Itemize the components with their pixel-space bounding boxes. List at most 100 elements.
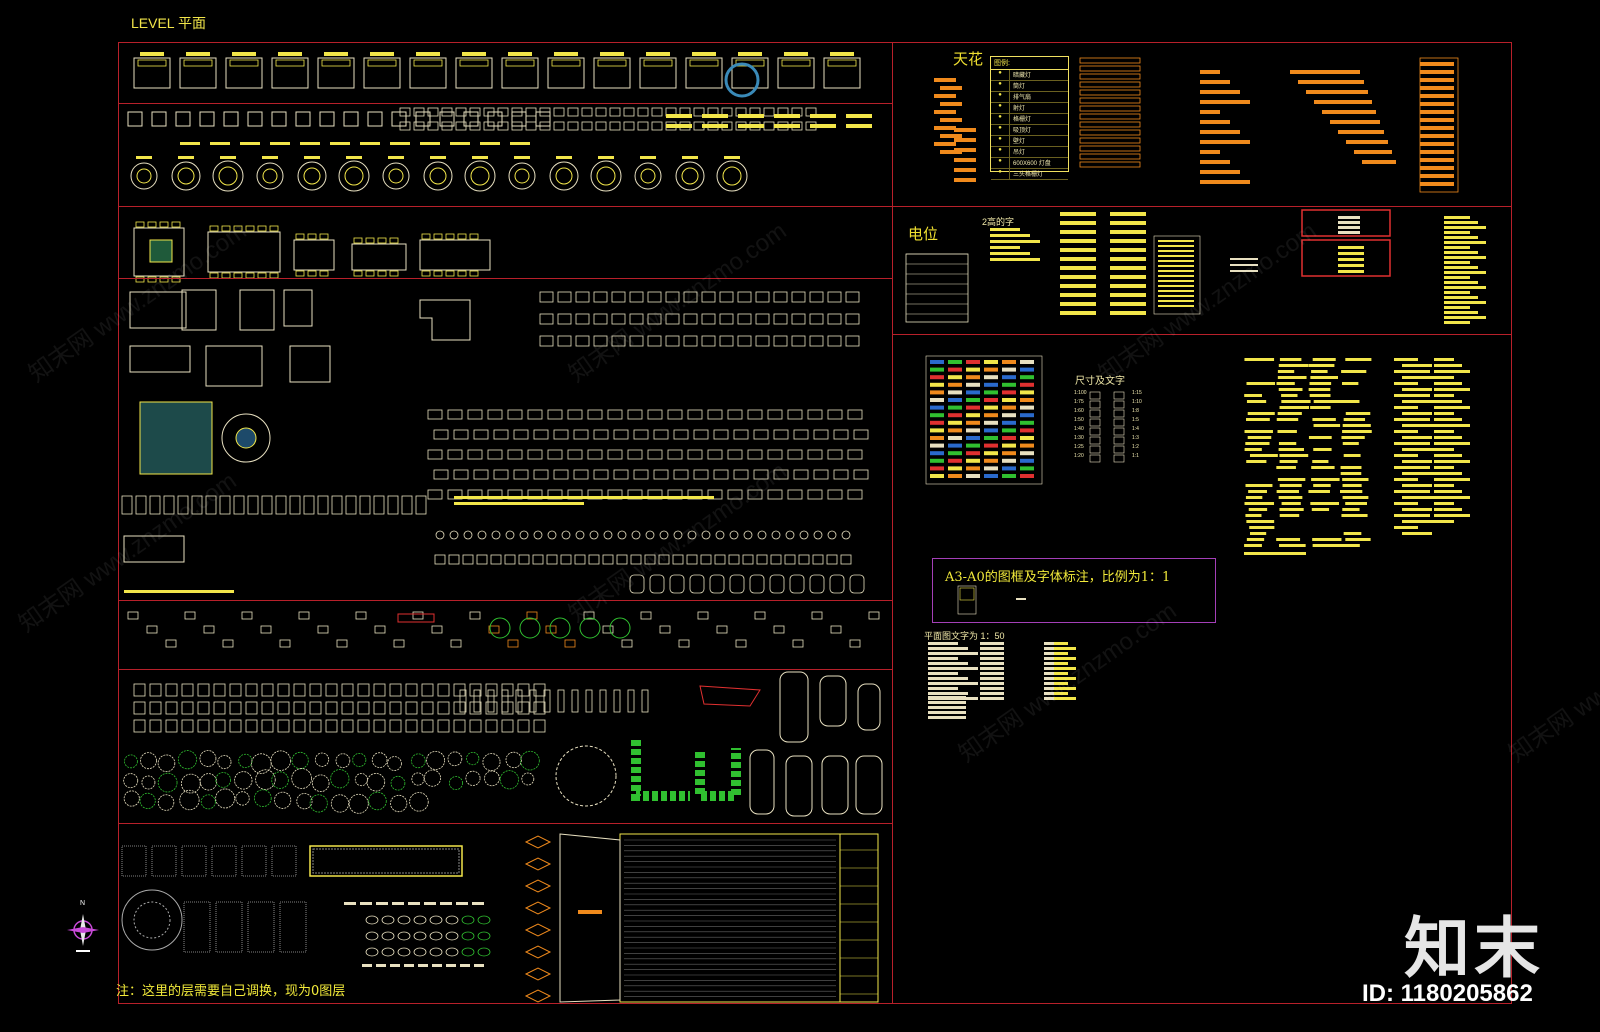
- plan-text-bar: [928, 692, 968, 695]
- plant-symbol: [352, 752, 367, 767]
- ceiling-legend-cell: [1079, 81, 1141, 88]
- armchair-symbol: [701, 313, 716, 325]
- plan-text-bar: [980, 657, 1004, 660]
- chair-symbol: [517, 701, 530, 715]
- stepping-stone-symbol: [397, 931, 411, 941]
- text-sample-bar: [1158, 250, 1194, 252]
- annotation-sample-bar: [1402, 400, 1444, 403]
- chair-symbol: [165, 683, 178, 697]
- car-symbol: [785, 755, 813, 817]
- ceiling-label-bar: [934, 142, 956, 146]
- text-sample-bar: [1444, 316, 1486, 319]
- fixture-symbol: [533, 530, 543, 540]
- text-sample-bar: [1158, 270, 1194, 272]
- watermark-logo: 知末: [1404, 910, 1544, 987]
- color-table-cell: [966, 398, 980, 402]
- annotation-sample-bar: [1402, 436, 1432, 439]
- color-table-cell: [1002, 443, 1016, 448]
- round-table-symbol: [423, 161, 453, 191]
- armchair-symbol: [683, 313, 698, 325]
- ceiling-legend: 图例: ●暗藏灯●筒灯●排气扇●射灯●格栅灯●吸顶灯●壁灯●吊灯●600X600…: [990, 56, 1069, 180]
- fixture-symbol: [756, 554, 768, 565]
- text-sample-bar: [990, 240, 1040, 243]
- bed-pillow: [597, 59, 627, 67]
- misc-symbol: [412, 611, 424, 620]
- sofa-symbol: [567, 449, 583, 460]
- bed-label-bar: [324, 52, 348, 56]
- sofa-symbol: [833, 429, 849, 440]
- chair-symbol: [455, 121, 467, 131]
- label-bar: [390, 964, 400, 967]
- label-bar: [240, 142, 260, 145]
- annotation-sample-bar: [1312, 358, 1336, 361]
- text-sample-bar: [1158, 275, 1194, 277]
- round-table-symbol: [338, 160, 370, 192]
- cabinet-symbol: [345, 495, 357, 515]
- stepping-stone-symbol: [365, 915, 379, 925]
- screen-panel-symbol: [279, 901, 307, 953]
- fixture-symbol: [728, 554, 740, 565]
- bed-label-bar: [784, 52, 808, 56]
- annotation-sample-bar: [1434, 358, 1454, 361]
- frame-text-bar: [1338, 270, 1364, 273]
- ceiling-list-bar: [1420, 150, 1454, 154]
- color-table-cell: [1020, 360, 1034, 364]
- cabinet-symbol: [205, 495, 217, 515]
- chair-symbol: [441, 121, 453, 131]
- text-sample-bar: [1444, 271, 1486, 274]
- cabinet-symbol: [177, 495, 189, 515]
- label-bar: [846, 114, 872, 118]
- text-sample-bar: [1060, 221, 1096, 225]
- armchair-symbol: [845, 335, 860, 347]
- color-table-cell: [1020, 398, 1034, 402]
- legend-row-label: 暗藏灯: [1013, 73, 1032, 79]
- color-table-cell: [984, 375, 998, 380]
- bed-pillow: [367, 59, 397, 67]
- color-table-cell: [966, 413, 980, 418]
- armchair-symbol: [701, 291, 716, 303]
- watermark-id: ID: 1180205862: [1362, 980, 1533, 1007]
- legend-row-label: 排气扇: [1013, 95, 1032, 101]
- label-bar: [666, 114, 692, 118]
- label-bar: [418, 964, 428, 967]
- chair-symbol: [445, 270, 455, 277]
- sofa-symbol: [687, 409, 703, 420]
- annotation-sample-bar: [1311, 370, 1328, 373]
- color-table-cell: [930, 466, 944, 471]
- ceiling-label-bar: [954, 138, 976, 142]
- annotation-sample-bar: [1434, 412, 1454, 415]
- annotation-sample-bar: [1402, 460, 1432, 463]
- annotation-sample-bar: [1342, 496, 1369, 499]
- ceiling-list-bar: [1420, 158, 1454, 162]
- plan-text-bar: [928, 672, 958, 675]
- annotation-sample-bar: [1244, 552, 1306, 555]
- misc-symbol: [583, 611, 595, 620]
- fixture-symbol: [518, 554, 530, 565]
- fixture-symbol: [644, 554, 656, 565]
- chair-symbol: [421, 701, 434, 715]
- compass-north-label: N: [80, 900, 86, 907]
- fixture-symbol: [687, 530, 697, 540]
- ceiling-note-bar: [1200, 160, 1230, 164]
- bed-label-bar: [738, 52, 762, 56]
- annotation-sample-bar: [1279, 454, 1309, 457]
- small-table-symbol: [223, 111, 239, 127]
- text-sample-bar: [1230, 264, 1258, 266]
- small-table-symbol: [247, 111, 263, 127]
- ceiling-list-bar: [1420, 134, 1454, 138]
- round-table-inner: [640, 168, 656, 184]
- armchair-symbol: [611, 291, 626, 303]
- sofa-symbol: [727, 409, 743, 420]
- chair-symbol: [567, 107, 579, 117]
- fixture-symbol: [631, 530, 641, 540]
- label-bar: [738, 114, 764, 118]
- chair-symbol: [399, 121, 411, 131]
- annotation-sample-bar: [1345, 358, 1372, 361]
- plan-text-bar: [928, 706, 966, 709]
- pool-edge-symbol: [559, 833, 621, 1003]
- misc-symbol: [735, 639, 747, 648]
- sofa-symbol: [607, 409, 623, 420]
- appliance-symbol: [543, 689, 551, 713]
- label-bar: [420, 142, 440, 145]
